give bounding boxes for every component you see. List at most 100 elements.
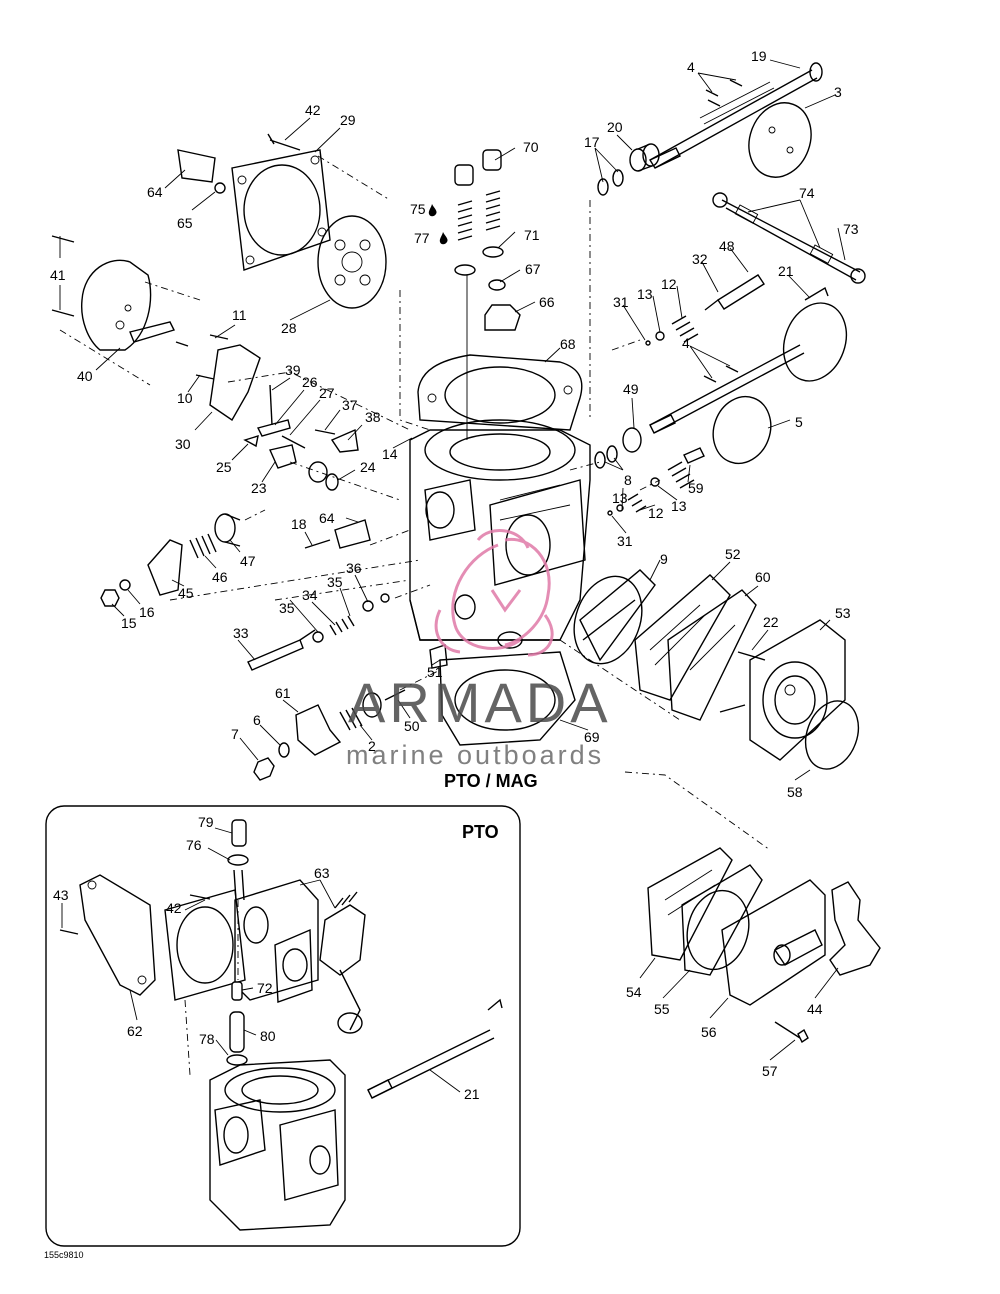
section-title-pto-inset: PTO [462,822,499,842]
carburetor-body [409,419,591,649]
label-14: 14 [382,446,398,462]
label-5: 5 [795,414,803,430]
label-49: 49 [623,381,639,397]
label-35b: 35 [279,600,295,616]
label-31b: 31 [617,533,633,549]
label-45: 45 [178,585,194,601]
label-31: 31 [613,294,629,310]
label-3: 3 [834,84,842,100]
label-39: 39 [285,362,301,378]
drawing-code: 155c9810 [44,1250,84,1260]
cover-40 [51,235,189,351]
fuel-inlet-parts [454,149,521,440]
spring-46 [189,533,217,559]
bushing-47 [214,513,241,547]
label-13b: 13 [612,490,628,506]
label-47: 47 [240,553,256,569]
label-76: 76 [186,837,202,853]
label-4: 4 [687,59,695,75]
label-79: 79 [198,814,214,830]
section-title-pto-mag: PTO / MAG [444,771,538,791]
label-41: 41 [50,267,66,283]
label-21: 21 [778,263,794,279]
label-78: 78 [199,1031,215,1047]
lever-45 [147,539,183,596]
label-60: 60 [755,569,771,585]
gasket-69 [439,651,576,746]
throttle-shaft-lower [649,286,848,434]
label-10: 10 [177,390,193,406]
label-42b: 42 [166,900,182,916]
center-lines [59,155,771,1076]
bracket-30 [209,344,261,422]
idle-screw-33 [247,629,316,671]
pump-diaphragm-9 [573,569,656,665]
part-labels: 19 3 4 42 29 70 17 20 64 65 75 77 71 74 … [50,48,859,1102]
watermark: ARMADA marine outboards [346,529,608,770]
label-18: 18 [291,516,307,532]
label-20: 20 [607,119,623,135]
label-22: 22 [763,614,779,630]
label-42: 42 [305,102,321,118]
label-53: 53 [835,605,851,621]
gasket-29 [231,149,331,271]
label-15: 15 [121,615,137,631]
diaphragm-28 [317,215,387,309]
label-16: 16 [139,604,155,620]
label-77: 77 [414,230,430,246]
label-2: 2 [368,738,376,754]
label-12: 12 [661,276,677,292]
lever-61 [295,704,342,756]
label-64: 64 [147,184,163,200]
drop-icon-75 [428,204,437,217]
label-56: 56 [701,1024,717,1040]
label-17: 17 [584,134,600,150]
label-58: 58 [787,784,803,800]
label-34: 34 [302,587,318,603]
throttle-plate-5 [712,395,772,465]
label-54: 54 [626,984,642,1000]
label-37: 37 [342,397,358,413]
label-51: 51 [427,664,443,680]
label-66: 66 [539,294,555,310]
watermark-tagline: marine outboards [346,740,604,770]
label-33: 33 [233,625,249,641]
label-29: 29 [340,112,356,128]
label-67: 67 [525,261,541,277]
label-74: 74 [799,185,815,201]
label-7: 7 [231,726,239,742]
label-4b: 4 [682,335,690,351]
label-43: 43 [53,887,69,903]
label-26: 26 [302,374,318,390]
label-64b: 64 [319,510,335,526]
label-62: 62 [127,1023,143,1039]
label-23: 23 [251,480,267,496]
label-71: 71 [524,227,540,243]
label-55: 55 [654,1001,670,1017]
label-80: 80 [260,1028,276,1044]
label-11: 11 [232,307,247,323]
label-72: 72 [257,980,273,996]
gasket-68 [417,354,583,431]
drop-icon-77 [439,232,448,245]
armada-logo-icon [434,529,554,657]
pto-inset-frame [45,805,521,1247]
o-ring-58 [804,700,860,770]
gasket-60 [667,589,757,721]
label-8: 8 [624,472,632,488]
label-44: 44 [807,1001,823,1017]
label-35: 35 [327,574,343,590]
label-61: 61 [275,685,291,701]
label-21b: 21 [464,1086,480,1102]
label-32: 32 [692,251,708,267]
label-75: 75 [410,201,426,217]
label-65: 65 [177,215,193,231]
label-63: 63 [314,865,330,881]
label-57: 57 [762,1063,778,1079]
label-73: 73 [843,221,859,237]
part-drawings [45,62,881,1247]
pump-cover-53 [719,619,846,761]
label-9: 9 [660,551,668,567]
label-24: 24 [360,459,376,475]
